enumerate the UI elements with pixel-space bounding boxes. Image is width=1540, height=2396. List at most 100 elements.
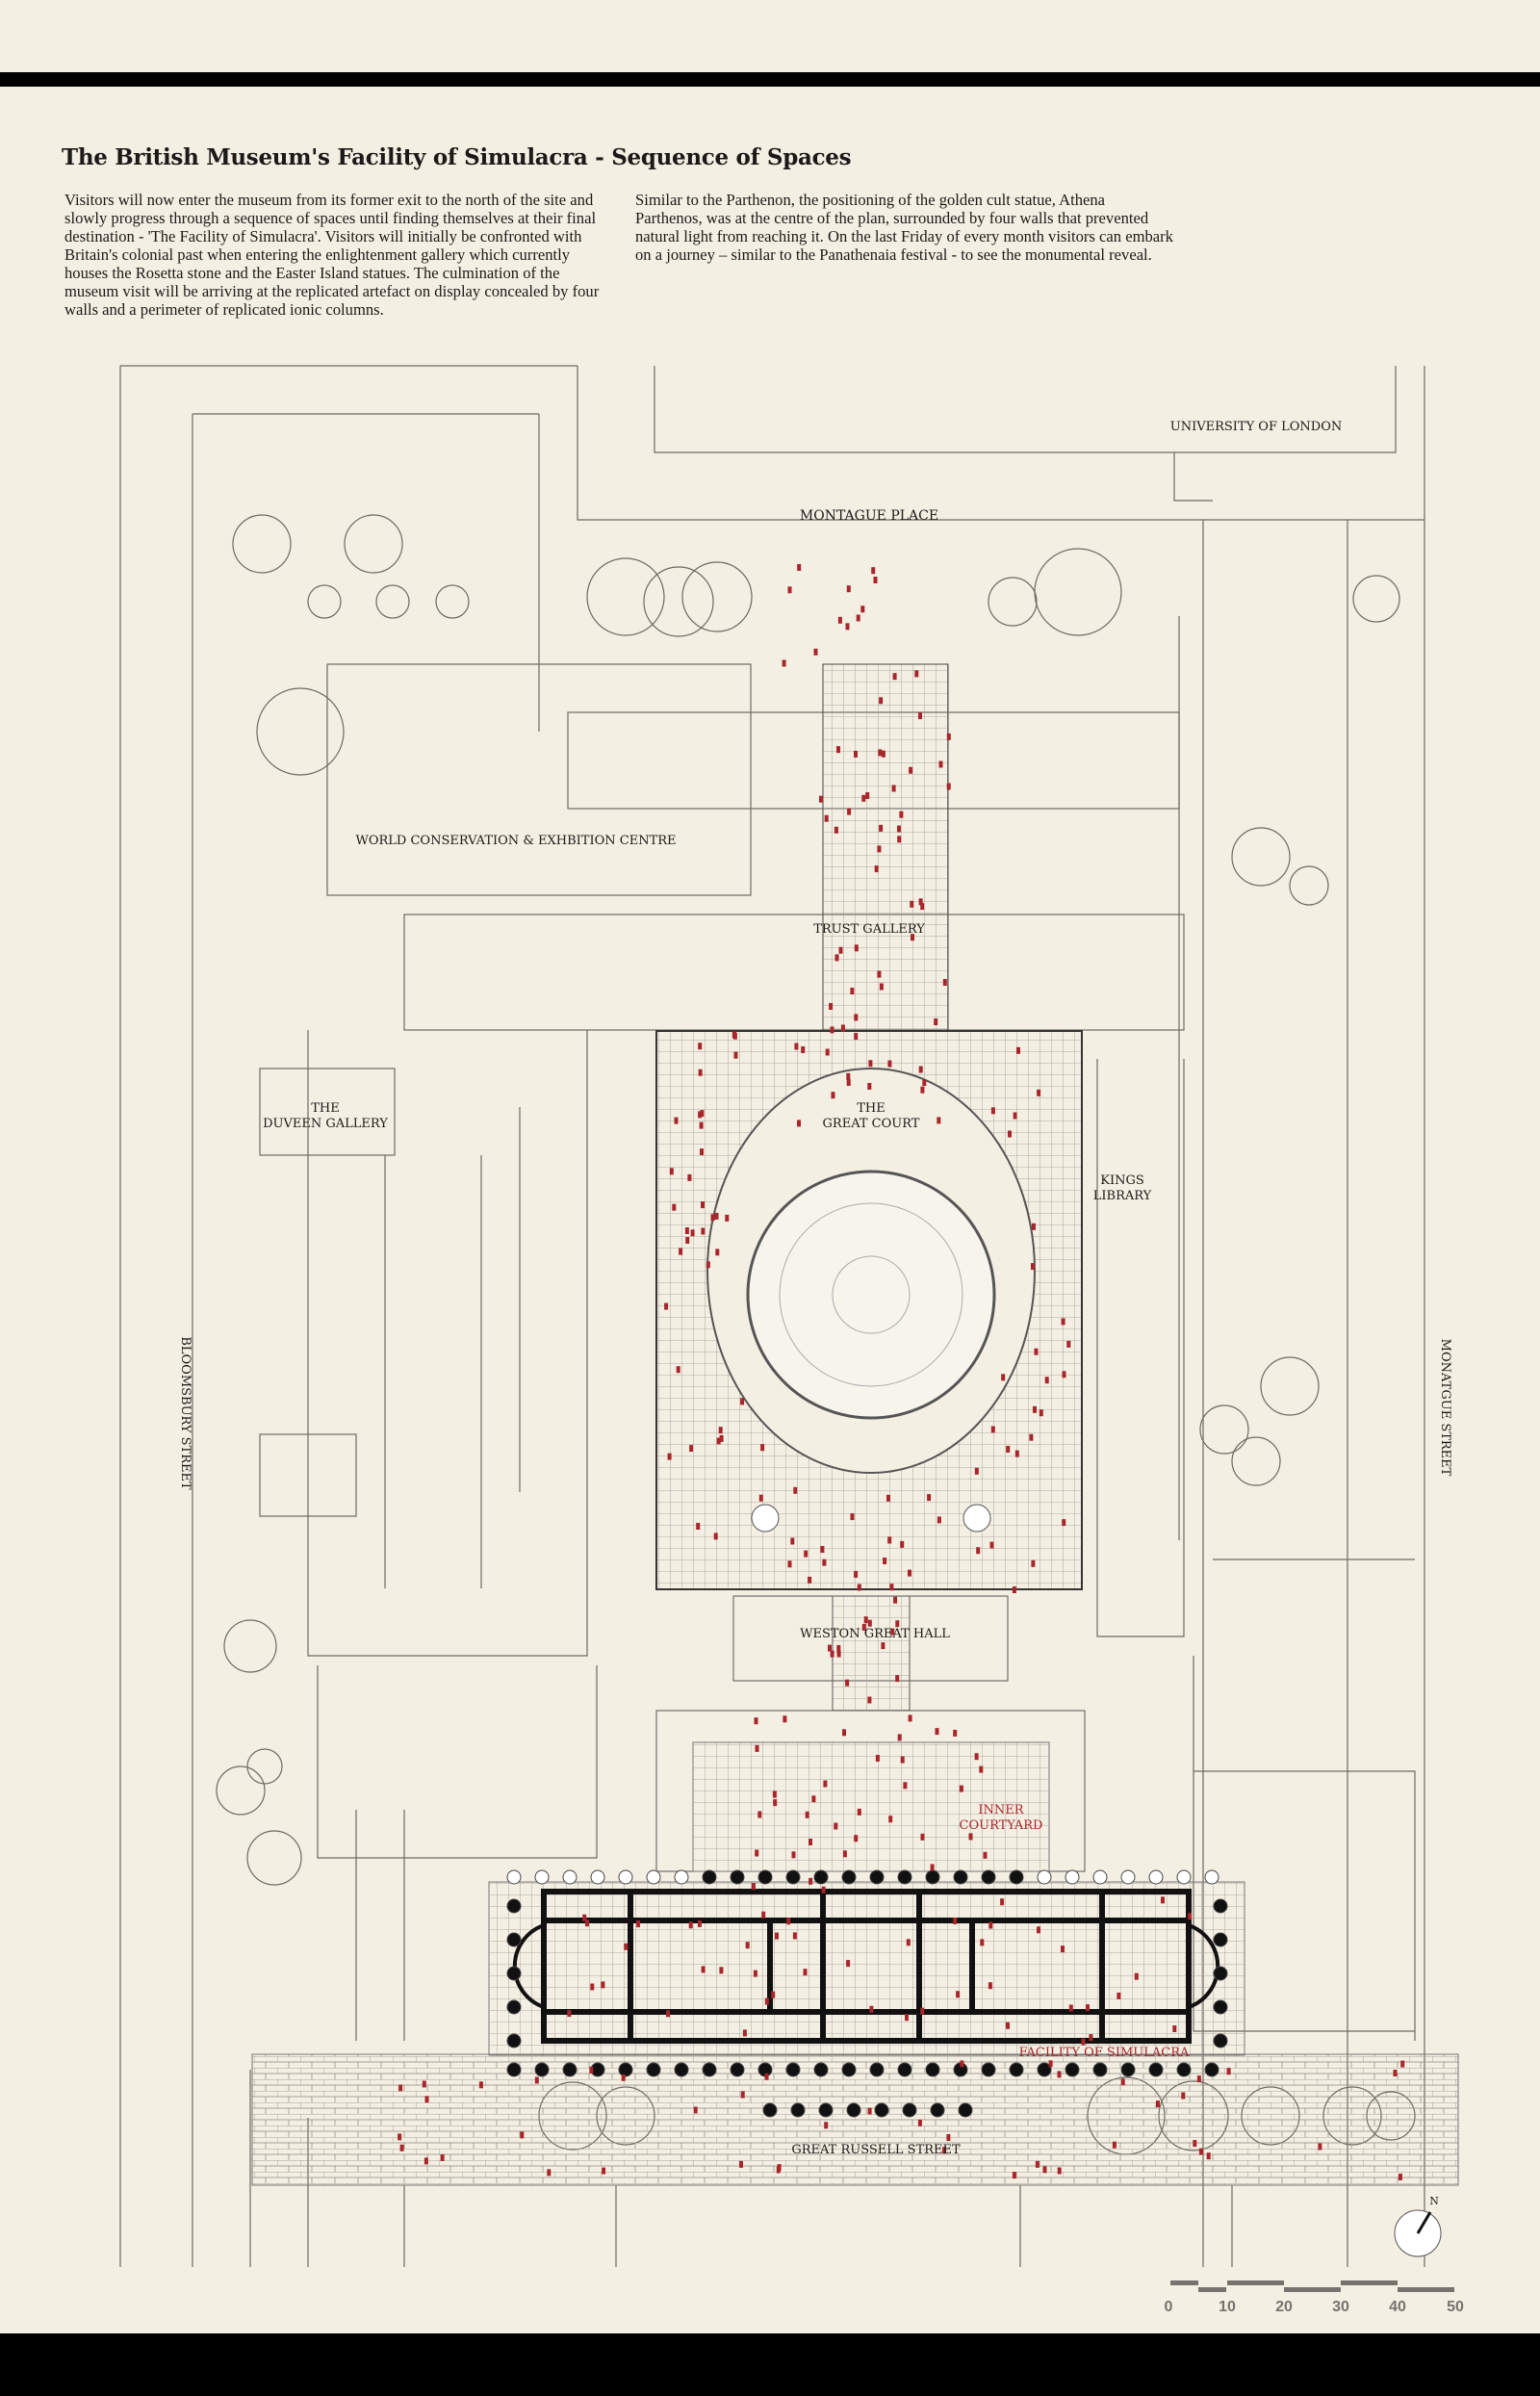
visitor-figure [897,1734,902,1741]
column [506,1898,522,1914]
visitor-figure [836,1650,841,1658]
label-university-of-london: UNIVERSITY OF LONDON [1169,420,1343,434]
visitor-figure [831,1092,835,1099]
facility-of-simulacra [512,1889,1220,2044]
column [1213,1898,1228,1914]
visitor-figure [868,1060,873,1068]
label-great-russell-street: GREAT RUSSELL STREET [791,2143,961,2157]
visitor-figure [706,1261,710,1269]
visitor-figure [719,1967,724,1974]
visitor-figure [1042,2166,1047,2174]
column [1120,2062,1136,2077]
visitor-figure [878,749,883,757]
visitor-figure [1033,1405,1037,1413]
page-title: The British Museum's Facility of Simulac… [62,144,852,170]
visitor-figure [861,1623,866,1631]
visitor-figure [920,903,925,911]
visitor-figure [808,1576,812,1584]
visitor-figure [829,1003,834,1010]
visitor-figure [927,1494,932,1502]
visitor-figure [935,1728,939,1736]
visitor-figure [990,1107,995,1115]
visitor-figure [1062,1519,1066,1527]
visitor-figure [865,792,870,799]
visitor-figure [760,1444,765,1452]
visitor-figure [1044,1377,1049,1384]
visitor-figure [764,2073,769,2080]
column [590,1869,605,1885]
visitor-figure [937,1516,941,1524]
visitor-figure [1066,1340,1071,1348]
north-label: N [1429,2195,1439,2207]
column [562,2062,578,2077]
visitor-figure [793,1486,798,1494]
visitor-figure [589,2066,594,2074]
visitor-figure [1134,1972,1139,1980]
visitor-figure [764,1997,769,2005]
visitor-figure [953,1918,958,1924]
visitor-figure [733,1051,738,1059]
column [506,2062,522,2077]
visitor-figure [909,766,913,774]
description-paragraph-2: Similar to the Parthenon, the positionin… [635,191,1173,264]
visitor-figure [983,1851,988,1859]
visitor-figure [846,1072,851,1080]
visitor-figure [1206,2152,1211,2160]
visitor-figure [867,1083,872,1090]
visitor-figure [422,2080,426,2088]
scale-label: 40 [1389,2299,1406,2315]
visitor-figure [1039,1409,1043,1417]
visitor-figure [1172,2025,1177,2032]
visitor-figure [834,826,838,834]
label-trust-gallery: TRUST GALLERY [813,922,925,937]
visitor-figure [918,712,922,720]
visitor-figure [953,1729,958,1737]
column [981,1869,996,1885]
column [925,2062,940,2077]
column [953,1869,968,1885]
visitor-figure [879,983,884,991]
column [534,2062,550,2077]
visitor-figure [1061,1945,1065,1953]
visitor-figure [847,808,852,815]
visitor-figure [1037,1089,1041,1096]
column [958,2102,973,2118]
visitor-figure [520,2131,525,2139]
visitor-figure [398,2084,403,2092]
visitor-figure [867,1619,872,1627]
column [1213,2033,1228,2048]
visitor-figure [424,2157,428,2165]
visitor-figure [922,1079,927,1087]
description-paragraph-1: Visitors will now enter the museum from … [64,191,600,319]
visitor-figure [854,1570,859,1578]
visitor-figure [786,1918,791,1925]
visitor-figure [718,1427,723,1434]
column [925,1869,940,1885]
visitor-figure [791,1851,796,1859]
visitor-figure [918,898,923,906]
visitor-figure [1400,2060,1405,2068]
visitor-figure [867,2107,872,2115]
visitor-figure [693,2106,698,2114]
visitor-figure [701,1227,706,1235]
visitor-figure [897,825,901,833]
visitor-figure [861,794,866,802]
visitor-figure [974,1467,979,1475]
visitor-figure [820,1546,825,1553]
visitor-figure [886,1494,890,1502]
visitor-figure [906,1939,911,1946]
visitor-figure [823,1780,828,1788]
visitor-figure [1116,1992,1121,1999]
visitor-figure [771,1991,776,1998]
visitor-figure [1193,2140,1197,2148]
column [869,1869,885,1885]
visitor-figure [804,1550,808,1558]
visitor-figure [710,1214,715,1222]
column [1009,1869,1024,1885]
visitor-figure [621,2074,626,2081]
visitor-figure [988,1982,992,1990]
visitor-figure [891,785,896,792]
label-world-conservation: WORLD CONSERVATION & EXHBITION CENTRE [355,834,677,848]
column [1213,1999,1228,2015]
visitor-figure [938,760,943,768]
